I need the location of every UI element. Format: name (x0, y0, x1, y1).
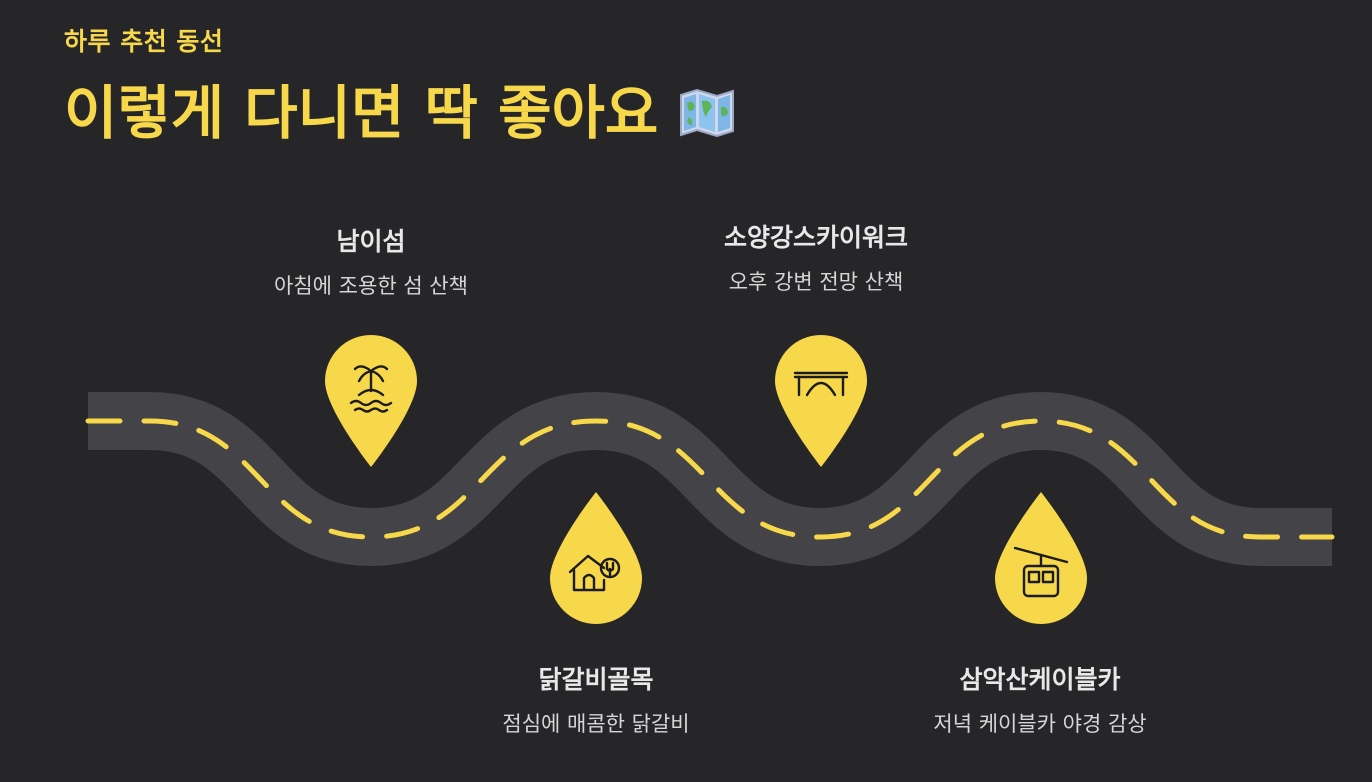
stop-label-2: 닭갈비골목 점심에 매콤한 닭갈비 (436, 660, 756, 738)
stop-label-4: 삼악산케이블카 저녁 케이블카 야경 감상 (880, 660, 1200, 738)
stop-description: 저녁 케이블카 야경 감상 (933, 712, 1147, 736)
stop-name: 소양강스카이워크 (723, 223, 908, 252)
bridge-icon (793, 371, 849, 397)
page-title-text: 이렇게 다니면 딱 좋아요 (64, 79, 659, 147)
eyebrow-title: 하루 추천 동선 (64, 27, 224, 56)
stop-description: 오후 강변 전망 산책 (728, 270, 904, 294)
page-title: 이렇게 다니면 딱 좋아요 (64, 66, 736, 150)
stop-pin-4 (991, 490, 1091, 630)
road-surface (88, 391, 1332, 567)
stop-description: 아침에 조용한 섬 산책 (274, 274, 468, 298)
road-center-dashes (85, 418, 1335, 540)
cable-car-icon (1013, 546, 1069, 598)
stop-name: 남이섬 (336, 227, 406, 256)
stop-name: 닭갈비골목 (538, 665, 654, 694)
stop-pin-2 (546, 490, 646, 630)
stop-label-1: 남이섬 아침에 조용한 섬 산책 (211, 222, 531, 300)
stop-pin-1 (321, 333, 421, 473)
stop-description: 점심에 매콤한 닭갈비 (502, 712, 690, 736)
restaurant-icon (568, 554, 621, 592)
palm-island-icon (349, 365, 393, 413)
stop-label-3: 소양강스카이워크 오후 강변 전망 산책 (656, 218, 976, 296)
world-map-icon (678, 83, 736, 138)
stop-pin-3 (771, 333, 871, 473)
stop-name: 삼악산케이블카 (959, 665, 1121, 694)
